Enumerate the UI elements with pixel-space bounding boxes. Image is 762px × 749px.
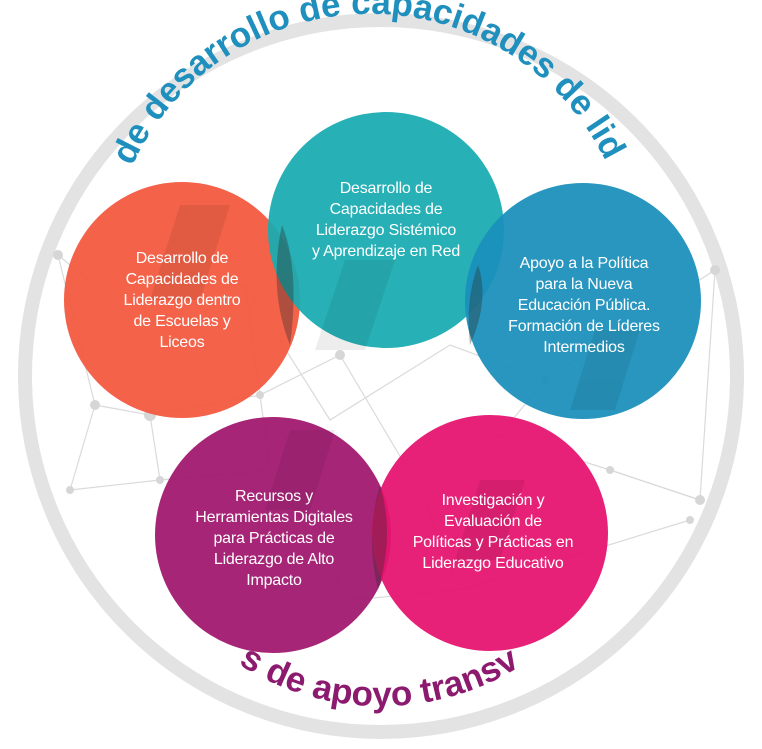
outer-ring bbox=[18, 13, 744, 739]
network-nodes bbox=[53, 250, 720, 524]
area-circle-2[interactable] bbox=[268, 112, 504, 348]
area-circle-1[interactable] bbox=[64, 182, 300, 418]
area-circle-3[interactable] bbox=[465, 183, 701, 419]
watermark-shapes bbox=[150, 205, 640, 560]
area-circle-5[interactable] bbox=[372, 415, 608, 651]
area-circle-4[interactable] bbox=[155, 417, 391, 653]
overlap-shading bbox=[276, 225, 483, 590]
